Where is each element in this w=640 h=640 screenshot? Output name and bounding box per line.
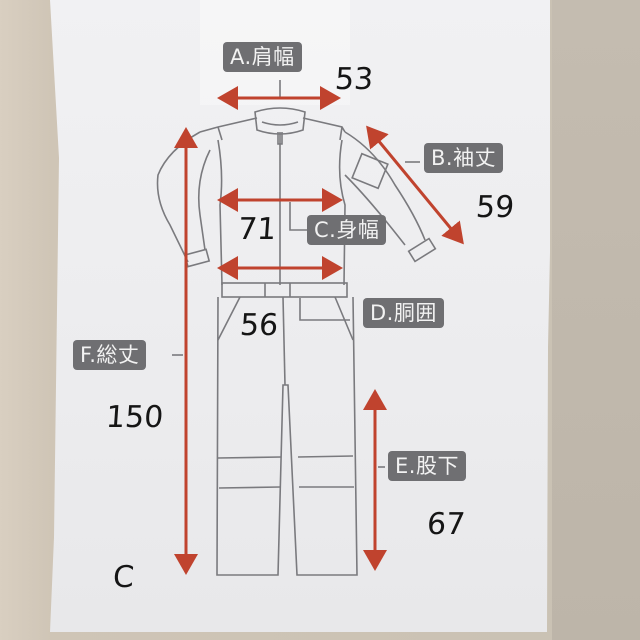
label-waist: D.胴囲 [363, 298, 444, 328]
value-shoulder-width: 53 [333, 62, 375, 97]
background-wall [552, 0, 640, 640]
value-sleeve-length: 59 [474, 190, 516, 225]
value-chest-width: 71 [236, 212, 278, 247]
value-total-length: 150 [104, 400, 165, 435]
label-total-length: F.総丈 [73, 340, 147, 370]
label-shoulder-width: A.肩幅 [223, 42, 302, 72]
label-chest-width: C.身幅 [307, 215, 387, 245]
measurement-arrows [174, 86, 464, 575]
label-inseam: E.股下 [388, 451, 466, 481]
value-inseam: 67 [425, 507, 467, 542]
arrow-sleeve-length [366, 125, 464, 245]
label-sleeve-length: B.袖丈 [424, 143, 504, 173]
value-waist: 56 [238, 308, 280, 343]
size-mark: C [111, 560, 136, 595]
